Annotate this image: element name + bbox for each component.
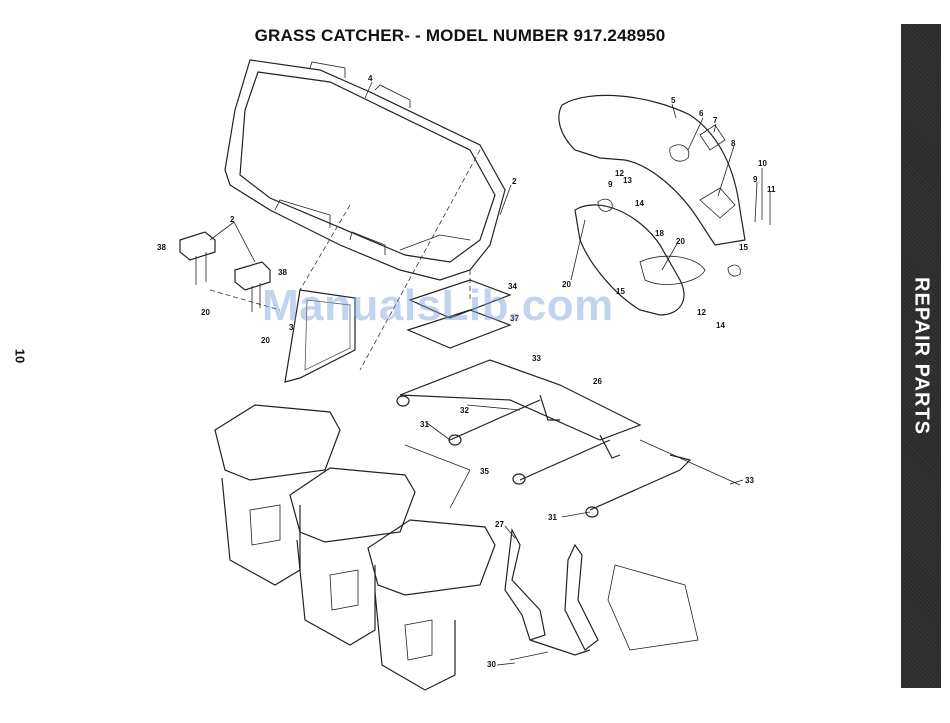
callout-32: 32 xyxy=(460,406,469,415)
callout-33a: 33 xyxy=(532,354,541,363)
callout-20a: 20 xyxy=(201,308,210,317)
callout-2b: 2 xyxy=(230,215,235,224)
callout-38b: 38 xyxy=(278,268,287,277)
callout-26: 26 xyxy=(593,377,602,386)
callout-30: 30 xyxy=(487,660,496,669)
callout-27: 27 xyxy=(495,520,504,529)
callout-5: 5 xyxy=(671,96,676,105)
callout-14a: 14 xyxy=(635,199,644,208)
callout-35: 35 xyxy=(480,467,489,476)
callout-2a: 2 xyxy=(512,177,517,186)
watermark: ManualsLib.com xyxy=(262,281,614,331)
callout-7: 7 xyxy=(713,116,718,125)
callout-31b: 31 xyxy=(548,513,557,522)
callout-6: 6 xyxy=(699,109,704,118)
callout-14b: 14 xyxy=(716,321,725,330)
callout-20d: 20 xyxy=(676,237,685,246)
callout-33b: 33 xyxy=(745,476,754,485)
decal-sheet xyxy=(608,565,698,650)
callout-10: 10 xyxy=(758,159,767,168)
callout-15b: 15 xyxy=(616,287,625,296)
bracket-part-38 xyxy=(180,232,270,312)
callout-8: 8 xyxy=(731,139,736,148)
callout-38a: 38 xyxy=(157,243,166,252)
callout-18: 18 xyxy=(655,229,664,238)
callout-11: 11 xyxy=(767,185,776,194)
callout-13: 13 xyxy=(623,176,632,185)
callout-12b: 12 xyxy=(697,308,706,317)
bag-part-35 xyxy=(215,405,495,690)
callout-9a: 9 xyxy=(753,175,758,184)
callout-4: 4 xyxy=(368,74,373,83)
callout-9b: 9 xyxy=(608,180,613,189)
callout-31a: 31 xyxy=(420,420,429,429)
callout-15a: 15 xyxy=(739,243,748,252)
handle-part-27 xyxy=(505,530,598,660)
callout-20b: 20 xyxy=(261,336,270,345)
catcher-hood-part-4 xyxy=(225,60,505,280)
